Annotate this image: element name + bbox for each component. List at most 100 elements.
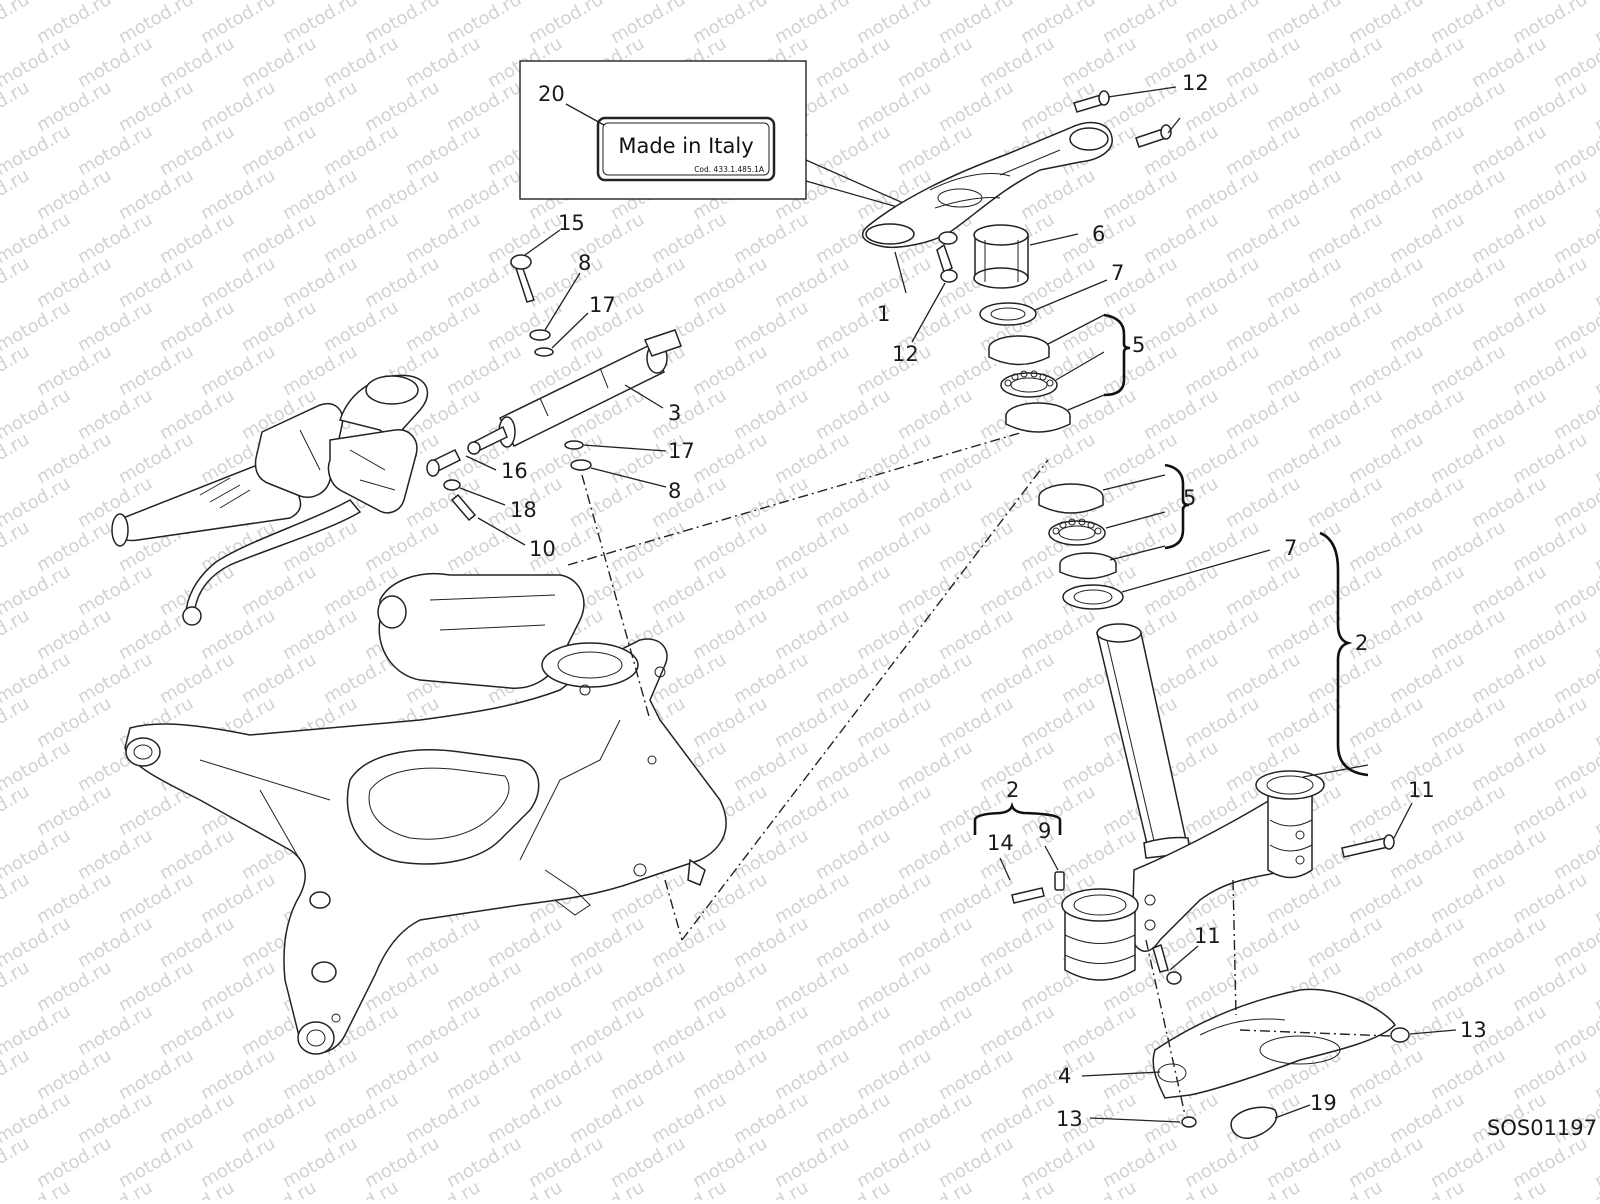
watermark-text: motod.ru (1468, 385, 1550, 444)
callout-13-lower: 13 (1056, 1107, 1083, 1131)
watermark-text: motod.ru (1140, 1177, 1222, 1200)
watermark-text: motod.ru (1345, 1045, 1427, 1104)
watermark-text: motod.ru (1345, 77, 1427, 136)
watermark-text: motod.ru (1591, 1133, 1600, 1192)
watermark-text: motod.ru (33, 341, 115, 400)
watermark-text: motod.ru (771, 869, 853, 928)
frame (124, 573, 727, 1055)
watermark-text: motod.ru (1222, 473, 1304, 532)
watermark-text: motod.ru (689, 341, 771, 400)
watermark-text: motod.ru (197, 957, 279, 1016)
watermark-text: motod.ru (1345, 253, 1427, 312)
watermark-text: motod.ru (1427, 605, 1509, 664)
watermark-text: motod.ru (402, 1089, 484, 1148)
watermark-text: motod.ru (1591, 341, 1600, 400)
watermark-text: motod.ru (1591, 957, 1600, 1016)
watermark-text: motod.ru (1509, 869, 1591, 928)
watermark-text: motod.ru (361, 1133, 443, 1192)
watermark-text: motod.ru (689, 1045, 771, 1104)
watermark-text: motod.ru (197, 341, 279, 400)
watermark-text: motod.ru (74, 33, 156, 92)
watermark-text: motod.ru (1263, 341, 1345, 400)
watermark-text: motod.ru (1263, 77, 1345, 136)
watermark-text: motod.ru (238, 209, 320, 268)
watermark-text: motod.ru (771, 1133, 853, 1192)
watermark-text: motod.ru (648, 561, 730, 620)
watermark-text: motod.ru (1263, 165, 1345, 224)
watermark-text: motod.ru (525, 0, 607, 48)
watermark-text: motod.ru (1591, 253, 1600, 312)
watermark-text: motod.ru (1304, 561, 1386, 620)
watermark-text: motod.ru (689, 957, 771, 1016)
watermark-text: motod.ru (1591, 165, 1600, 224)
watermark-text: motod.ru (1304, 121, 1386, 180)
watermark-text: motod.ru (1386, 825, 1468, 884)
watermark-text: motod.ru (689, 605, 771, 664)
watermark-text: motod.ru (812, 1001, 894, 1060)
watermark-text: motod.ru (1427, 0, 1509, 48)
callout-5-lower: 5 (1183, 486, 1196, 510)
watermark-text: motod.ru (894, 33, 976, 92)
steering-nut-6 (973, 224, 1029, 289)
watermark-text: motod.ru (1427, 781, 1509, 840)
watermark-text: motod.ru (689, 1133, 771, 1192)
watermark-text: motod.ru (156, 385, 238, 444)
callout-14: 14 (987, 831, 1014, 855)
fitting-16 (426, 449, 462, 477)
watermark-text: motod.ru (197, 605, 279, 664)
watermark-text: motod.ru (1427, 517, 1509, 576)
watermark-text: motod.ru (976, 913, 1058, 972)
watermark-text: motod.ru (1263, 429, 1345, 488)
watermark-text: motod.ru (1468, 297, 1550, 356)
upper-triple-clamp (861, 121, 1113, 248)
watermark-text: motod.ru (33, 429, 115, 488)
watermark-text: motod.ru (1181, 1133, 1263, 1192)
watermark-text: motod.ru (279, 0, 361, 48)
watermark-text: motod.ru (33, 605, 115, 664)
watermark-text: motod.ru (812, 913, 894, 972)
watermark-text: motod.ru (1222, 33, 1304, 92)
watermark-text: motod.ru (935, 957, 1017, 1016)
watermark-text: motod.ru (238, 561, 320, 620)
watermark-text: motod.ru (812, 385, 894, 444)
watermark-text: motod.ru (1263, 605, 1345, 664)
watermark-text: motod.ru (607, 253, 689, 312)
watermark-text: motod.ru (115, 253, 197, 312)
watermark-text: motod.ru (320, 1089, 402, 1148)
watermark-text: motod.ru (812, 33, 894, 92)
bearing-5-upper (988, 335, 1071, 433)
watermark-text: motod.ru (1017, 1133, 1099, 1192)
watermark-text: motod.ru (894, 649, 976, 708)
washer-17-upper (534, 347, 554, 357)
watermark-text: motod.ru (853, 0, 935, 48)
watermark-text: motod.ru (1017, 693, 1099, 752)
watermark-text: motod.ru (1304, 209, 1386, 268)
watermark-text: motod.ru (156, 1177, 238, 1200)
watermark-text: motod.ru (1591, 693, 1600, 752)
diagram-code: SOS01197 (1487, 1116, 1597, 1140)
watermark-text: motod.ru (74, 1001, 156, 1060)
watermark-text: motod.ru (1181, 429, 1263, 488)
watermark-text: motod.ru (1509, 0, 1591, 48)
watermark-text: motod.ru (1222, 209, 1304, 268)
watermark-text: motod.ru (1345, 869, 1427, 928)
watermark-text: motod.ru (361, 0, 443, 48)
watermark-text: motod.ru (1386, 385, 1468, 444)
watermark-text: motod.ru (894, 385, 976, 444)
watermark-text: motod.ru (1509, 781, 1591, 840)
watermark-text: motod.ru (279, 253, 361, 312)
watermark-text: motod.ru (361, 1045, 443, 1104)
callout-12-lower: 12 (892, 342, 919, 366)
lower-triple-clamp (1061, 770, 1325, 981)
watermark-text: motod.ru (1509, 693, 1591, 752)
watermark-text: motod.ru (156, 209, 238, 268)
watermark-text: motod.ru (1304, 33, 1386, 92)
steering-stem (1096, 623, 1191, 859)
watermark-text: motod.ru (1181, 693, 1263, 752)
watermark-text: motod.ru (689, 0, 771, 48)
watermark-text: motod.ru (812, 473, 894, 532)
watermark-text: motod.ru (1099, 429, 1181, 488)
watermark-text: motod.ru (1509, 341, 1591, 400)
watermark-text: motod.ru (1304, 473, 1386, 532)
callout-9: 9 (1038, 819, 1051, 843)
